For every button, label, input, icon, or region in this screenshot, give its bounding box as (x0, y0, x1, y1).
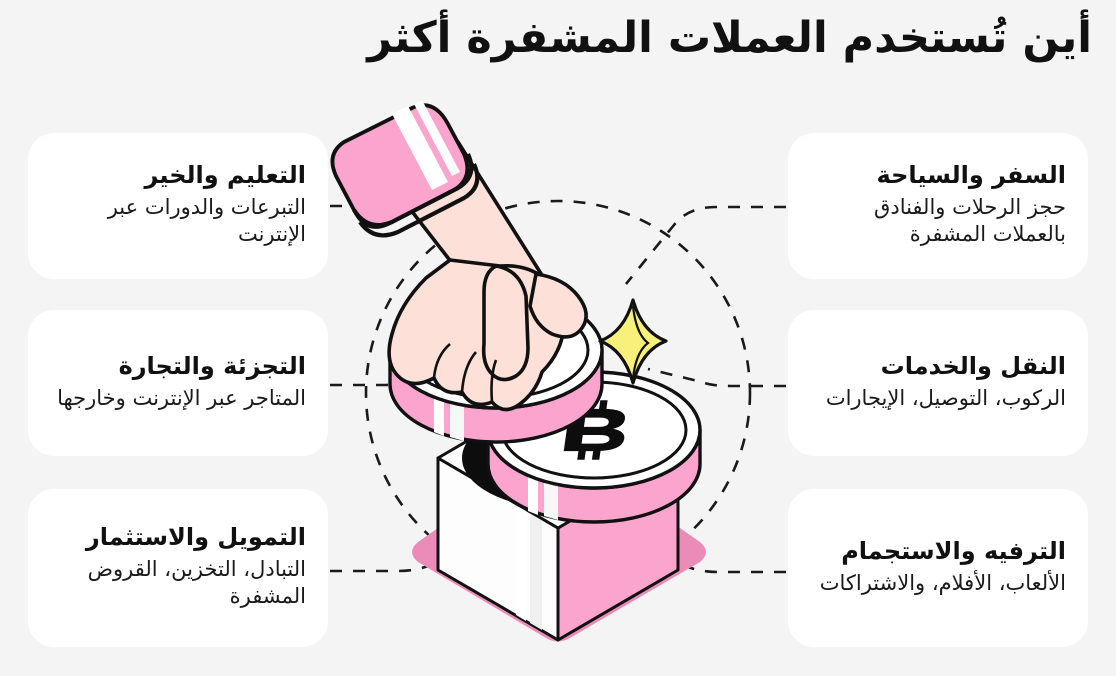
card-transport-services[interactable]: النقل والخدمات الركوب، التوصيل، الإيجارا… (788, 310, 1088, 456)
card-travel-tourism[interactable]: السفر والسياحة حجز الرحلات والفنادق بالع… (788, 133, 1088, 279)
card-title: السفر والسياحة (876, 161, 1066, 190)
card-title: التجزئة والتجارة (118, 351, 306, 380)
card-title: التمويل والاستثمار (85, 523, 306, 552)
card-description: التبرعات والدورات عبر الإنترنت (107, 195, 306, 247)
central-illustration (330, 100, 706, 642)
sparkle-icon (598, 298, 668, 385)
card-finance-investment[interactable]: التمويل والاستثمار التبادل، التخزين، الق… (28, 489, 328, 647)
card-education-charity[interactable]: التعليم والخير التبرعات والدورات عبر الإ… (28, 133, 328, 279)
card-description: الركوب، التوصيل، الإيجارات (825, 385, 1066, 410)
card-description: المتاجر عبر الإنترنت وخارجها (57, 385, 306, 410)
pointing-hand (330, 100, 588, 412)
card-title: النقل والخدمات (880, 351, 1066, 380)
page-title: أين تُستخدم العملات المشفرة أكثر (367, 13, 1092, 63)
card-description: الألعاب، الأفلام، والاشتراكات (819, 570, 1066, 595)
card-title: الترفيه والاستجمام (841, 536, 1066, 565)
card-retail-commerce[interactable]: التجزئة والتجارة المتاجر عبر الإنترنت وخ… (28, 310, 328, 456)
sleeve-cuff (330, 100, 480, 238)
card-entertainment-leisure[interactable]: الترفيه والاستجمام الألعاب، الأفلام، وال… (788, 489, 1088, 647)
card-description: حجز الرحلات والفنادق بالعملات المشفرة (874, 195, 1066, 247)
card-description: التبادل، التخزين، القروض المشفرة (87, 557, 306, 609)
card-title: التعليم والخير (144, 161, 306, 190)
